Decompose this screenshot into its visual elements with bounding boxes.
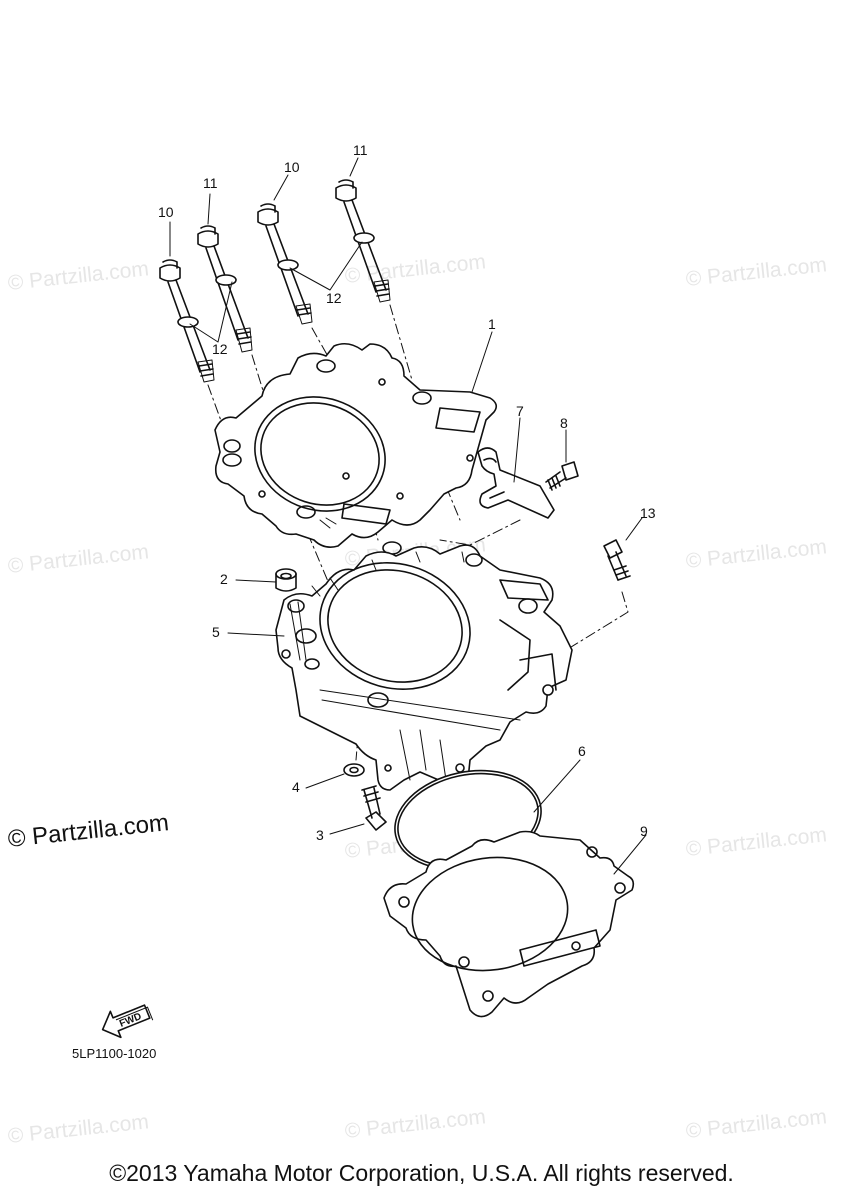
- bolt-13: [603, 539, 631, 581]
- callout-8: 8: [560, 415, 568, 431]
- copyright-notice: ©2013 Yamaha Motor Corporation, U.S.A. A…: [109, 1160, 734, 1186]
- callout-10: 10: [284, 159, 300, 175]
- base-gasket: [383, 830, 635, 1018]
- callout-7: 7: [516, 403, 524, 419]
- callout-3: 3: [316, 827, 324, 843]
- callout-4: 4: [292, 779, 300, 795]
- head-gasket: [214, 342, 498, 555]
- part-code: 5LP1100-1020: [72, 1046, 157, 1061]
- bolt-11-left: [197, 225, 253, 353]
- callout-2: 2: [220, 571, 228, 587]
- screw-8: [545, 461, 579, 491]
- washer-12: [353, 232, 375, 244]
- callout-1: 1: [488, 316, 496, 332]
- washer-12: [177, 316, 199, 328]
- cable-guide-clip: [477, 447, 555, 519]
- washer-12: [215, 274, 237, 286]
- callout-11: 11: [353, 142, 368, 158]
- bolt-11-right: [335, 179, 391, 303]
- callout-10: 10: [158, 204, 174, 220]
- cylinder-block: [275, 544, 573, 791]
- callout-6: 6: [578, 743, 586, 759]
- dowel-pin-2: [275, 568, 297, 592]
- washer-12: [277, 259, 299, 271]
- callout-11: 11: [203, 175, 218, 191]
- callout-13: 13: [640, 505, 656, 521]
- washer-4: [343, 763, 365, 777]
- callout-9: 9: [640, 823, 648, 839]
- callout-12: 12: [326, 290, 342, 306]
- callout-5: 5: [212, 624, 220, 640]
- fwd-arrow-icon: FWD: [96, 996, 156, 1045]
- callout-12: 12: [212, 341, 228, 357]
- bolt-3: [361, 785, 387, 831]
